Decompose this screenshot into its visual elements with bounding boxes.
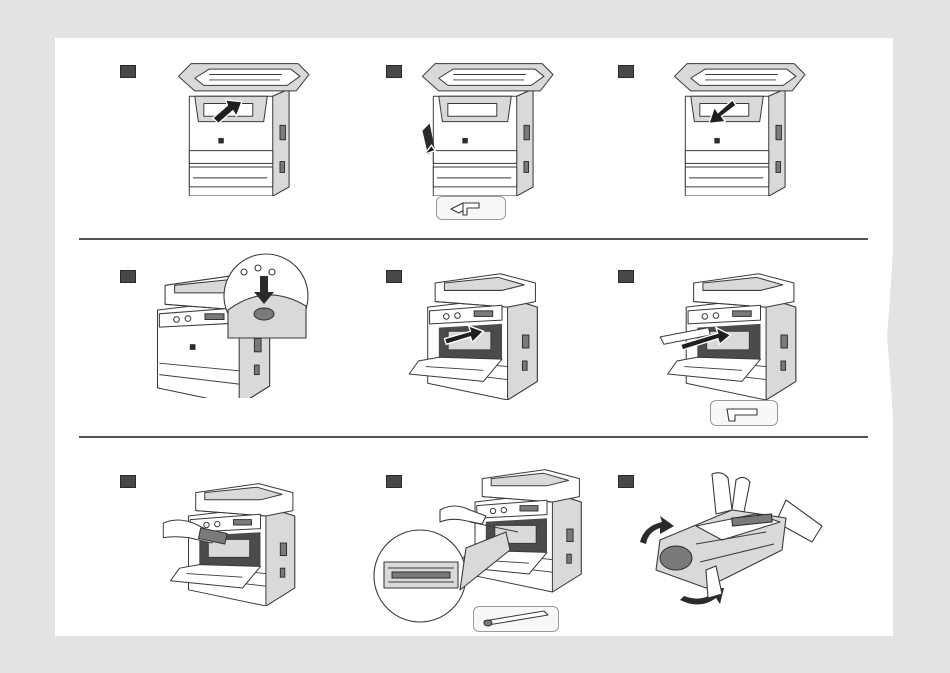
cleaning-rod-tool-icon [484,611,548,626]
step-illustration-7 [156,480,302,606]
row-divider-1 [79,238,868,240]
tool-reference-box [473,606,559,632]
tool-reference-box [436,196,506,220]
step-number-marker [386,65,402,78]
step-number-marker [120,475,136,488]
step-illustration-5 [404,270,548,400]
row-divider-2 [79,436,868,438]
step-illustration-3 [662,60,812,196]
step-number-marker [120,65,136,78]
step-illustration-9 [636,470,824,616]
step-number-marker [618,65,634,78]
long-handle-tool-icon [727,409,757,421]
tool-reference-box [710,400,778,426]
step-illustration-2 [410,60,560,196]
step-number-marker [618,475,634,488]
step-number-marker [618,270,634,283]
step-number-marker [386,270,402,283]
step-illustration-6 [648,270,808,400]
small-hook-tool-icon [451,203,479,215]
step-number-marker [120,270,136,283]
step-illustration-1 [166,60,316,196]
step-illustration-4 [148,252,316,398]
